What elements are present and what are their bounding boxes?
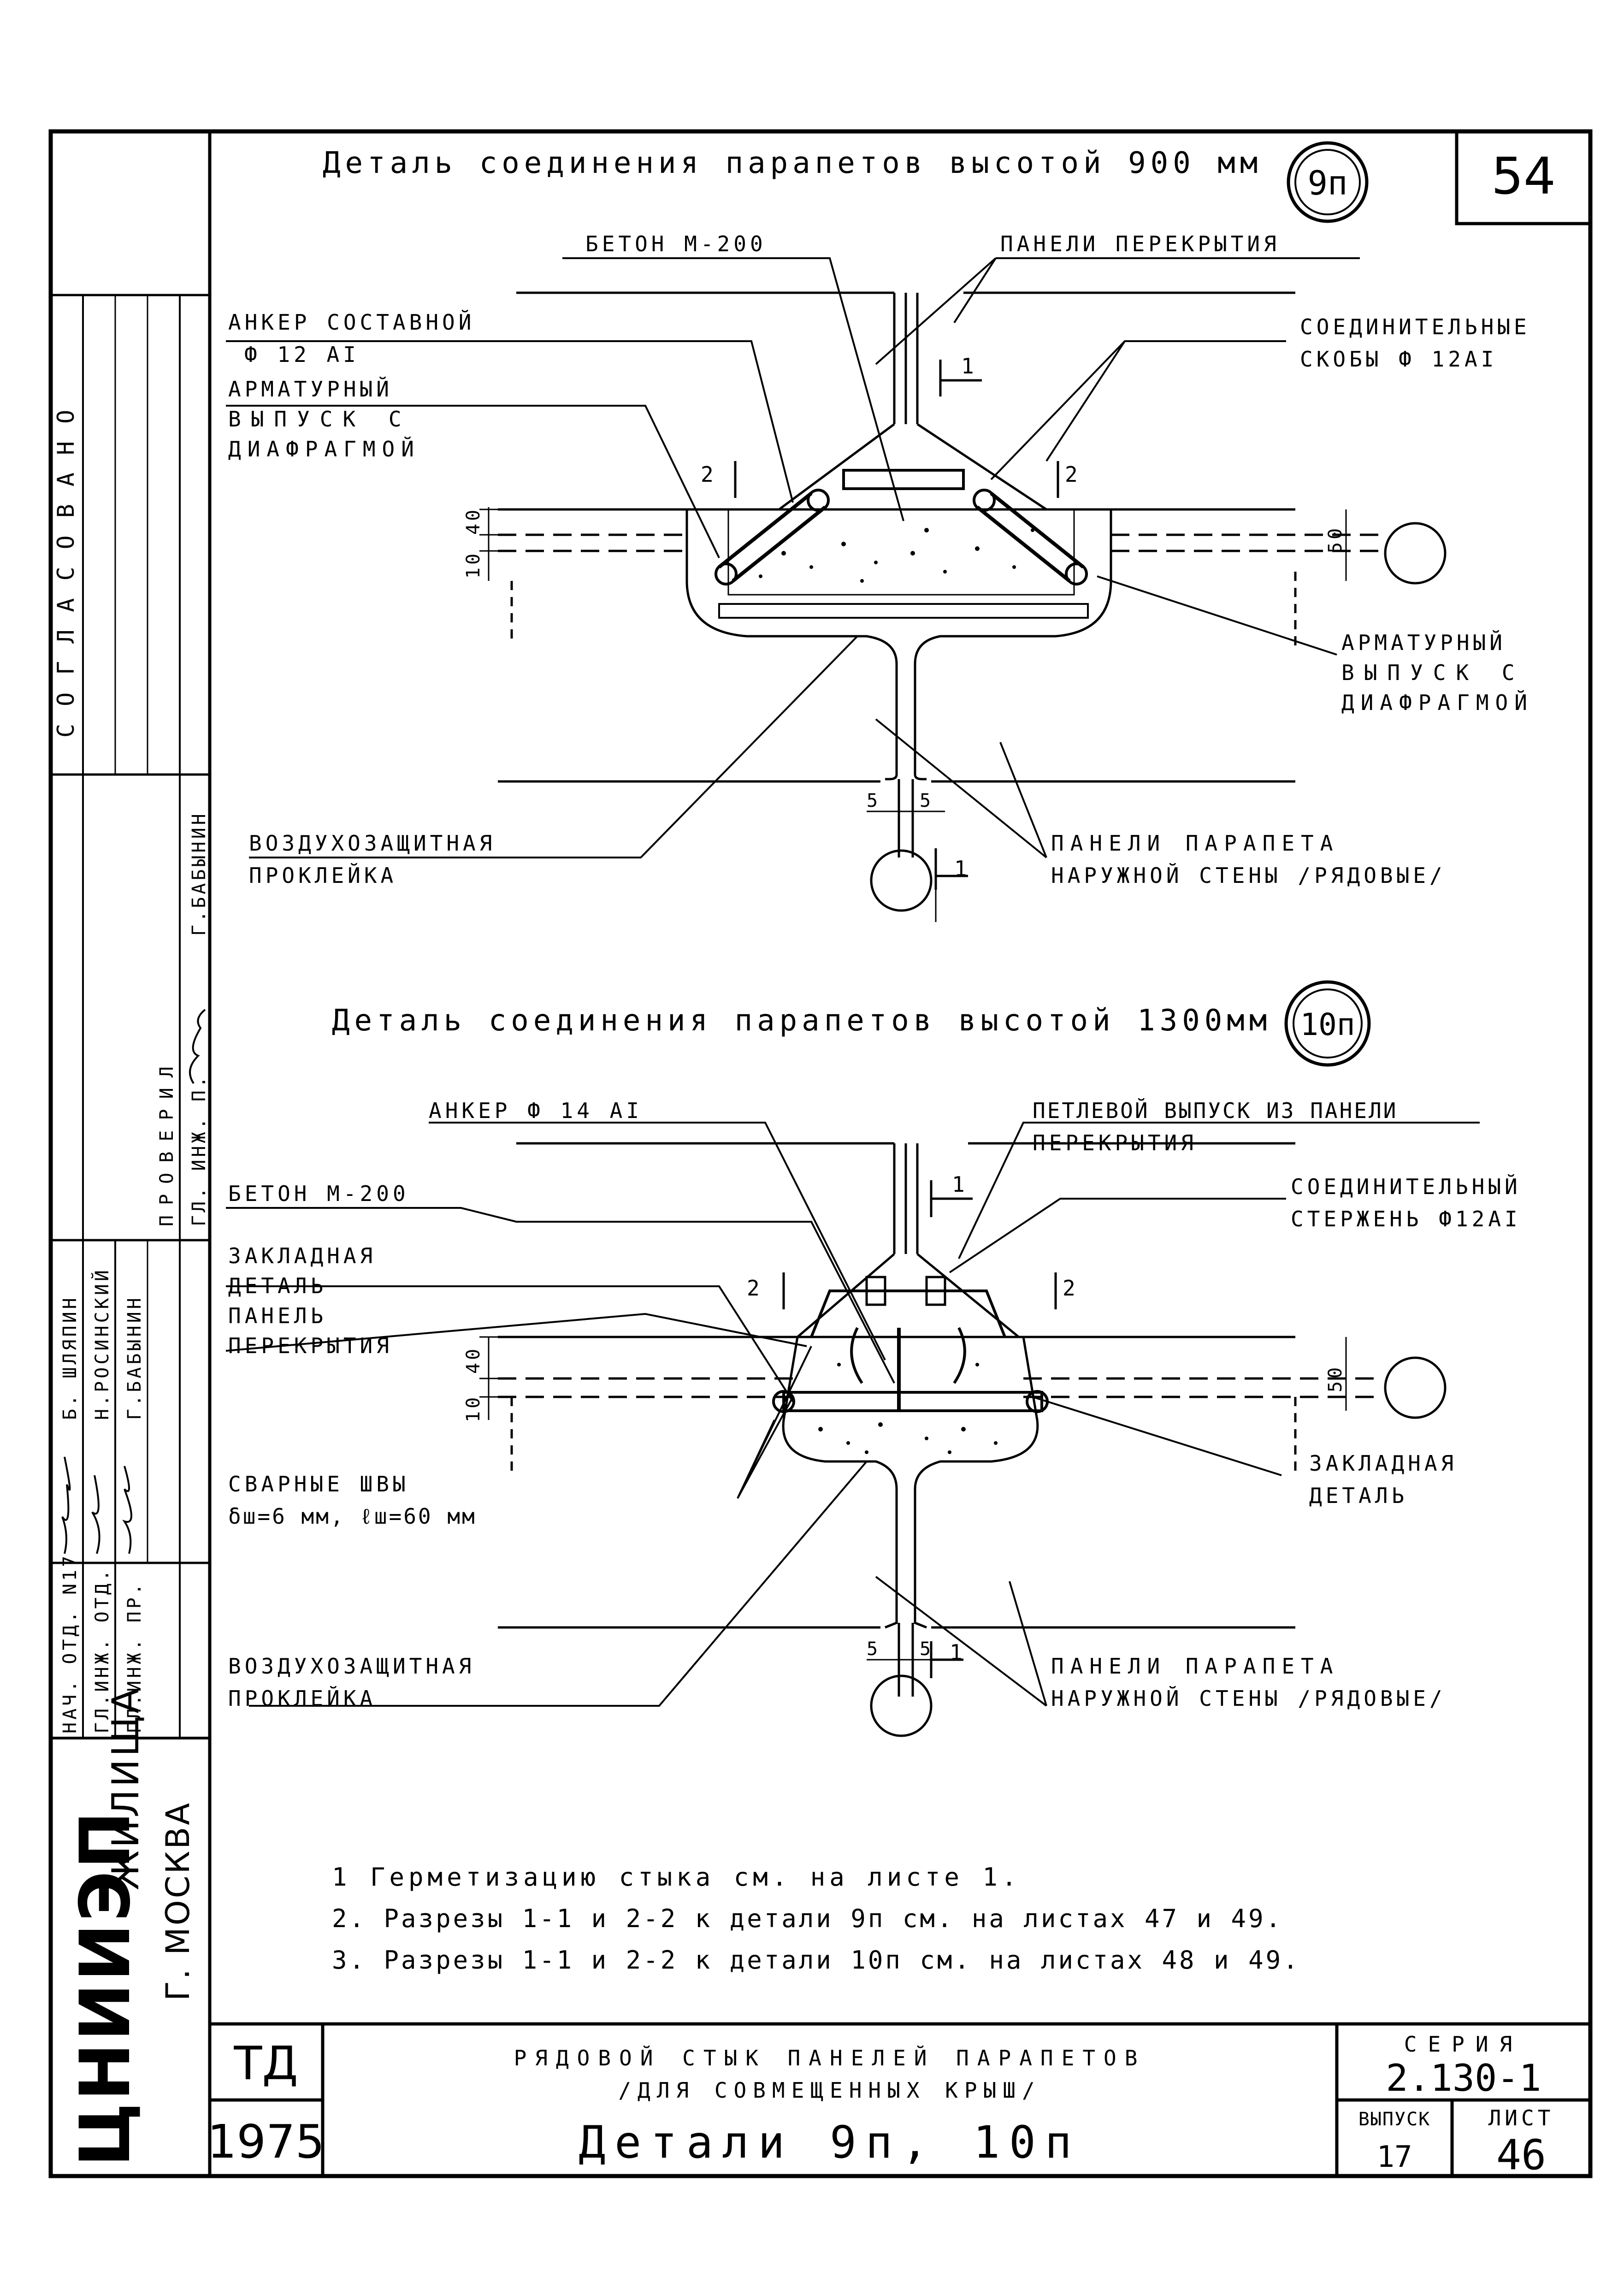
d2-welds-l2: δш=6 мм, ℓш=60 мм <box>228 1504 477 1529</box>
d1-section-2b: 2 <box>1065 462 1081 487</box>
d1-anchor-dia: Ф 12 АI <box>244 342 360 367</box>
signatures <box>61 1009 206 1554</box>
tb-series-label: СЕРИЯ <box>1404 2032 1523 2057</box>
d1-rebar-r2: ВЫПУСК С <box>1341 660 1525 685</box>
d2-dim-5b: 5 <box>920 1638 933 1660</box>
tb-series-value: 2.130-1 <box>1386 2057 1541 2100</box>
staff-name-3: Г.БАБЫНИН <box>124 1295 145 1420</box>
d1-axis-marker-bottom <box>870 849 933 912</box>
staff-name-1: Б. ШЛЯПИН <box>59 1295 81 1420</box>
d2-embed-r2: ДЕТАЛЬ <box>1309 1483 1408 1508</box>
org-logo: ЦНИИЭП <box>65 1810 146 2167</box>
concrete-hatch-2 <box>818 1363 998 1454</box>
checked-role: ГЛ. ИНЖ. П. <box>189 1074 210 1226</box>
tb-desc-l3: Детали 9п, 10п <box>579 2117 1081 2168</box>
d1-parapet-l1: ПАНЕЛИ ПАРАПЕТА <box>1051 831 1339 856</box>
d1-rebar-r3: ДИАФРАГМОЙ <box>1341 690 1534 715</box>
tb-desc-l1: РЯДОВОЙ СТЫК ПАНЕЛЕЙ ПАРАПЕТОВ <box>514 2046 1146 2070</box>
staff-role-2: ГЛ.ИНЖ. ОТД. <box>92 1567 113 1733</box>
d1-section-1: 1 <box>961 354 978 379</box>
checked-label: ПРОВЕРИЛ <box>156 1056 177 1226</box>
d2-embed-l4: ПЕРЕКРЫТИЯ <box>228 1333 393 1358</box>
notes: 1 Герметизацию стыка см. на листе 1. 2. … <box>332 1863 1300 1975</box>
d1-concrete-label: БЕТОН М-200 <box>585 231 767 256</box>
tb-code: ТД <box>233 2036 298 2090</box>
d1-rebar-l2: ВЫПУСК С <box>228 407 412 432</box>
tb-sheet-label: ЛИСТ <box>1488 2106 1554 2130</box>
org-city: Г. МОСКВА <box>159 1801 197 2001</box>
d1-slabs-label: ПАНЕЛИ ПЕРЕКРЫТИЯ <box>1000 231 1280 256</box>
d1-brackets-l1: СОЕДИНИТЕЛЬНЫЕ <box>1300 314 1530 339</box>
d2-concrete-label: БЕТОН М-200 <box>228 1181 409 1206</box>
d2-embed-l1: ЗАКЛАДНАЯ <box>228 1243 376 1268</box>
d1-section-2a: 2 <box>701 462 717 487</box>
d1-dim-5b: 5 <box>920 790 933 811</box>
d1-rebar-l3: ДИАФРАГМОЙ <box>228 437 420 461</box>
approved-label: СОГЛАСОВАНО <box>53 392 79 738</box>
note-1: 1 Герметизацию стыка см. на листе 1. <box>332 1863 1021 1892</box>
d2-rod-l2: СТЕРЖЕНЬ Ф12АI <box>1291 1207 1521 1231</box>
d2-loop-l1: ПЕТЛЕВОЙ ВЫПУСК ИЗ ПАНЕЛИ <box>1033 1098 1398 1123</box>
d1-axis-marker-right <box>1384 522 1447 585</box>
d2-air-l1: ВОЗДУХОЗАЩИТНАЯ <box>228 1654 475 1679</box>
d1-brackets-l2: СКОБЫ Ф 12АI <box>1300 347 1497 372</box>
staff-name-2: Н.РОСИНСКИЙ <box>91 1267 113 1420</box>
d2-dim-50: 50 <box>1325 1365 1346 1392</box>
d2-embed-l2: ДЕТАЛЬ <box>228 1273 327 1298</box>
d2-dim-40: 40 <box>463 1346 484 1374</box>
d2-section-2a: 2 <box>747 1276 763 1301</box>
d2-axis-marker-bottom <box>870 1674 933 1737</box>
d1-rebar-l1: АРМАТУРНЫЙ <box>228 377 393 402</box>
detail2-badge: 10п <box>1284 980 1371 1067</box>
tb-year: 1975 <box>207 2115 325 2169</box>
note-2: 2. Разрезы 1-1 и 2-2 к детали 9п см. на … <box>332 1904 1283 1933</box>
svg-text:9п: 9п <box>1308 164 1348 202</box>
d2-air-l2: ПРОКЛЕЙКА <box>228 1686 376 1711</box>
detail2-title: Деталь соединения парапетов высотой 1300… <box>332 1004 1271 1038</box>
org-name: ЖИЛИЩА <box>104 1686 147 1890</box>
d1-anchor-label: АНКЕР СОСТАВНОЙ <box>228 310 475 335</box>
d2-parapet-l1: ПАНЕЛИ ПАРАПЕТА <box>1051 1654 1339 1679</box>
title-block <box>210 2022 1590 2176</box>
checked-name: Г.БАБЫНИН <box>189 811 210 936</box>
tb-desc-l2: /ДЛЯ СОВМЕЩЕННЫХ КРЫШ/ <box>618 2078 1041 2103</box>
d2-loop-l2: ПЕРЕКРЫТИЯ <box>1033 1130 1197 1155</box>
d2-embed-r1: ЗАКЛАДНАЯ <box>1309 1451 1457 1476</box>
d1-parapet-l2: НАРУЖНОЙ СТЕНЫ /РЯДОВЫЕ/ <box>1051 863 1446 888</box>
detail1-title: Деталь соединения парапетов высотой 900 … <box>323 146 1262 180</box>
sheet-number-top: 54 <box>1491 147 1556 206</box>
note-3: 3. Разрезы 1-1 и 2-2 к детали 10п см. на… <box>332 1946 1300 1975</box>
d2-rod-l1: СОЕДИНИТЕЛЬНЫЙ <box>1291 1174 1521 1199</box>
detail-1: Деталь соединения парапетов высотой 900 … <box>226 141 1534 922</box>
d1-rebar-r1: АРМАТУРНЫЙ <box>1341 630 1506 655</box>
detail1-badge: 9п <box>1287 141 1369 223</box>
svg-text:10п: 10п <box>1300 1007 1355 1042</box>
d2-dim-5a: 5 <box>867 1638 880 1660</box>
d2-axis-marker-right <box>1384 1356 1447 1419</box>
d1-air-l2: ПРОКЛЕЙКА <box>249 863 397 888</box>
d2-dim-10: 10 <box>463 1395 484 1422</box>
d2-anchor-label: АНКЕР Ф 14 АI <box>429 1098 643 1123</box>
d1-dim-40: 40 <box>463 507 484 535</box>
d1-section-1b: 1 <box>954 856 971 881</box>
d2-parapet-l2: НАРУЖНОЙ СТЕНЫ /РЯДОВЫЕ/ <box>1051 1686 1446 1711</box>
d1-dim-10: 10 <box>463 551 484 579</box>
d2-section-1b: 1 <box>950 1640 966 1665</box>
tb-issue-value: 17 <box>1376 2140 1412 2174</box>
d2-section-1: 1 <box>952 1172 968 1197</box>
staff-role-1: НАЧ. ОТД. N17 <box>59 1553 81 1733</box>
d2-section-2b: 2 <box>1063 1276 1079 1301</box>
sheet-frame <box>48 129 1593 2178</box>
tb-sheet-value: 46 <box>1496 2131 1546 2179</box>
detail-2: Деталь соединения парапетов высотой 1300… <box>225 980 1521 1737</box>
d2-embed-l3: ПАНЕЛЬ <box>228 1303 327 1328</box>
d1-air-l1: ВОЗДУХОЗАЩИТНАЯ <box>249 831 496 856</box>
d1-dim-50: 50 <box>1325 526 1346 553</box>
tb-issue-label: ВЫПУСК <box>1358 2109 1431 2130</box>
d1-dim-5a: 5 <box>867 790 880 811</box>
concrete-hatch-1 <box>759 528 1034 583</box>
staff-role-3: ГЛ.ИНЖ. ПР. <box>124 1581 145 1733</box>
d2-welds-l1: СВАРНЫЕ ШВЫ <box>228 1472 409 1496</box>
